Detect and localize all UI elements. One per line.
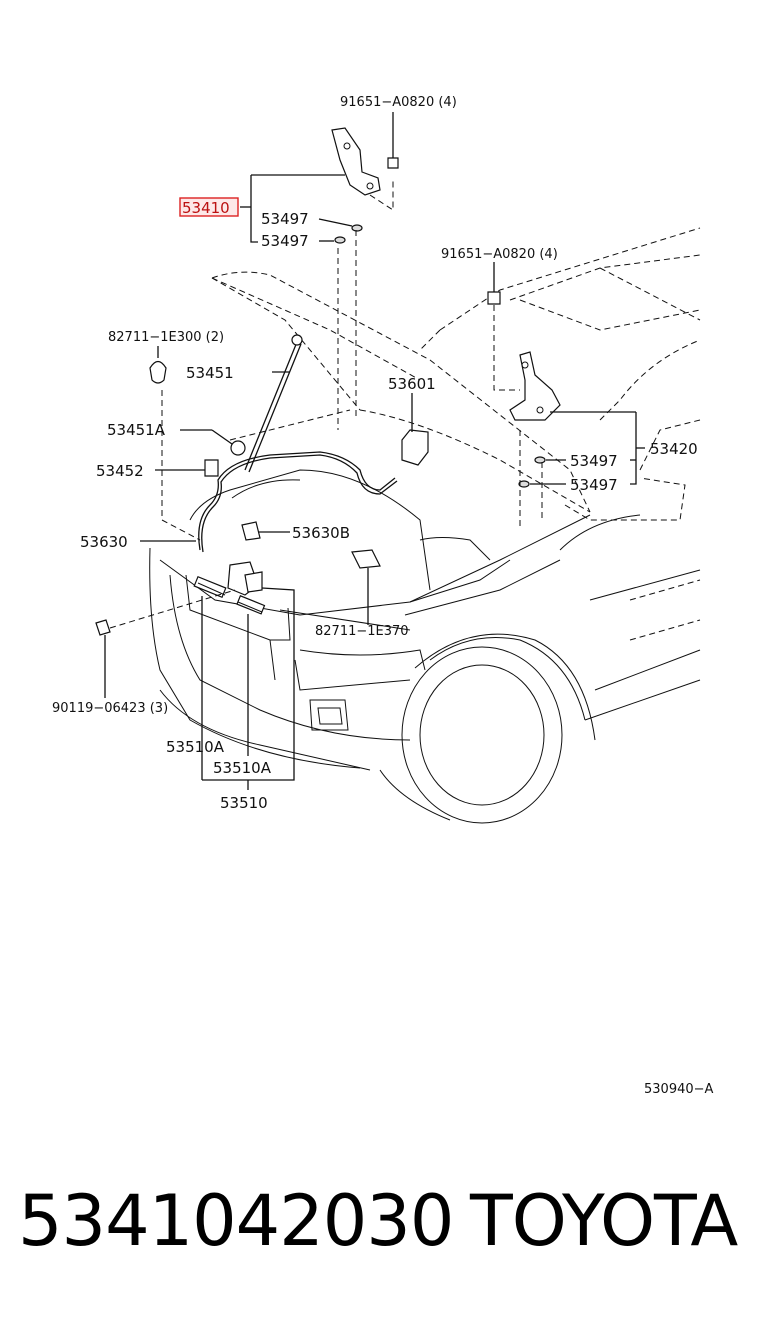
label-53420: 53420 <box>650 440 698 458</box>
vehicle-outline <box>149 227 701 824</box>
label-53510: 53510 <box>220 794 268 812</box>
hood-support-rod <box>244 334 303 473</box>
label-53497-a: 53497 <box>261 210 309 228</box>
washers <box>334 224 546 488</box>
part-number: 5341042030 <box>18 1180 454 1262</box>
dashed-guides <box>109 180 543 629</box>
hood-hinge-right <box>487 262 561 421</box>
hood-lock <box>227 429 429 596</box>
label-90119: 90119−06423 (3) <box>52 701 168 716</box>
hood-hinge-left <box>331 112 399 196</box>
label-91651-mid: 91651−A0820 (4) <box>441 247 558 262</box>
highlight-box <box>179 197 239 217</box>
label-53497-d: 53497 <box>570 476 618 494</box>
label-53630b: 53630B <box>292 524 350 542</box>
label-53510a-b: 53510A <box>213 759 272 777</box>
brand-name: TOYOTA <box>470 1180 738 1262</box>
label-53410: 53410 <box>182 199 230 217</box>
label-53630: 53630 <box>80 533 128 551</box>
parts-diagram: 91651−A0820 (4) 53410 53497 53497 91651−… <box>52 95 714 1097</box>
label-53452: 53452 <box>96 462 144 480</box>
clips <box>95 360 381 636</box>
label-53601: 53601 <box>388 375 436 393</box>
label-53497-c: 53497 <box>570 452 618 470</box>
footer: 5341042030 TOYOTA <box>0 1180 760 1290</box>
label-53451a: 53451A <box>107 421 166 439</box>
part-labels: 91651−A0820 (4) 53410 53497 53497 91651−… <box>52 95 714 1097</box>
label-91651-top: 91651−A0820 (4) <box>340 95 457 110</box>
label-53497-b: 53497 <box>261 232 309 250</box>
label-53510a-a: 53510A <box>166 738 225 756</box>
bumper-cushions <box>193 575 266 615</box>
label-82711-1e300: 82711−1E300 (2) <box>108 330 224 345</box>
label-82711-1e370: 82711−1E370 <box>315 624 409 639</box>
callouts <box>104 174 645 790</box>
hood-lock-cable <box>198 451 398 553</box>
reference-code: 530940−A <box>644 1082 714 1097</box>
label-53451: 53451 <box>186 364 234 382</box>
